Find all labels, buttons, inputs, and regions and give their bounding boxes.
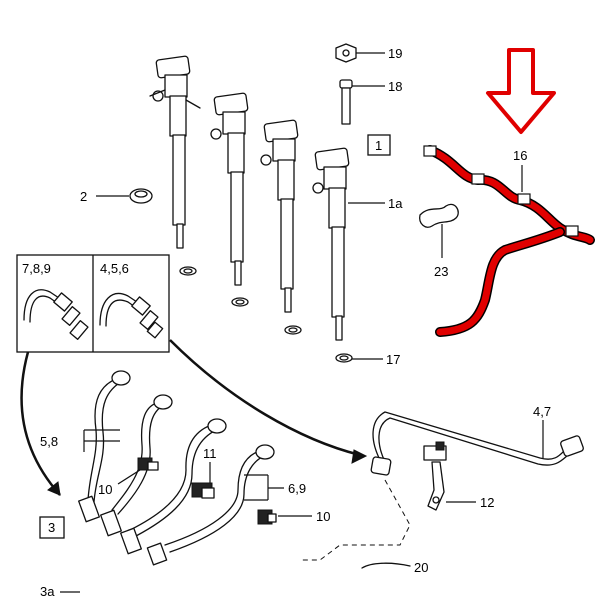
pointer-arrow-to-box-3 — [20, 351, 61, 496]
leader-10-upper — [117, 469, 141, 485]
clamp-part-11 — [191, 482, 215, 499]
callout-5-8: 5,8 — [40, 434, 58, 449]
box-callout-1 — [367, 134, 391, 156]
injector-3 — [260, 119, 302, 335]
injector-2 — [210, 92, 249, 307]
clamp-part-10-upper — [137, 457, 159, 471]
box-callout-3 — [39, 516, 65, 539]
callout-11: 11 — [203, 446, 217, 461]
pointer-arrow-to-pipe — [169, 339, 361, 457]
callout-7-8-9: 7,8,9 — [22, 261, 51, 276]
nut-part-19 — [335, 43, 357, 63]
return-line-part-16 — [423, 145, 595, 337]
injector-4 — [312, 147, 353, 363]
callout-16: 16 — [513, 148, 527, 163]
pipe-end-detail-7-8-9 — [23, 289, 89, 340]
callout-20: 20 — [414, 560, 428, 575]
callout-18: 18 — [388, 79, 402, 94]
callout-4-5-6: 4,5,6 — [100, 261, 129, 276]
callout-10-upper: 10 — [98, 482, 112, 497]
dashed-outline — [300, 479, 411, 561]
callout-3: 3 — [48, 520, 55, 535]
callout-19: 19 — [388, 46, 402, 61]
callout-3a: 3a — [40, 584, 55, 599]
callout-1: 1 — [375, 138, 382, 153]
washer-part-2 — [129, 188, 153, 204]
highlight-arrow — [486, 48, 556, 134]
callout-2: 2 — [80, 189, 87, 204]
feed-pipe-part-4-7 — [370, 411, 584, 476]
callout-10-lower: 10 — [316, 509, 330, 524]
sensor-bracket-part-12 — [423, 441, 447, 511]
bracket-5-8 — [83, 429, 120, 452]
part-20-edge — [361, 562, 411, 569]
clip-part-23 — [419, 203, 459, 228]
bolt-part-18 — [339, 79, 353, 125]
pipe-end-detail-4-5-6 — [99, 292, 164, 339]
callout-12: 12 — [480, 495, 494, 510]
callout-17: 17 — [386, 352, 400, 367]
injector-1 — [149, 55, 201, 276]
callout-1a: 1a — [388, 196, 403, 211]
callout-6-9: 6,9 — [288, 481, 306, 496]
callout-4-7: 4,7 — [533, 404, 551, 419]
bracket-6-9 — [244, 474, 284, 501]
callout-23: 23 — [434, 264, 448, 279]
clamp-part-10-lower — [257, 509, 277, 525]
high-pressure-pipes — [78, 370, 275, 566]
